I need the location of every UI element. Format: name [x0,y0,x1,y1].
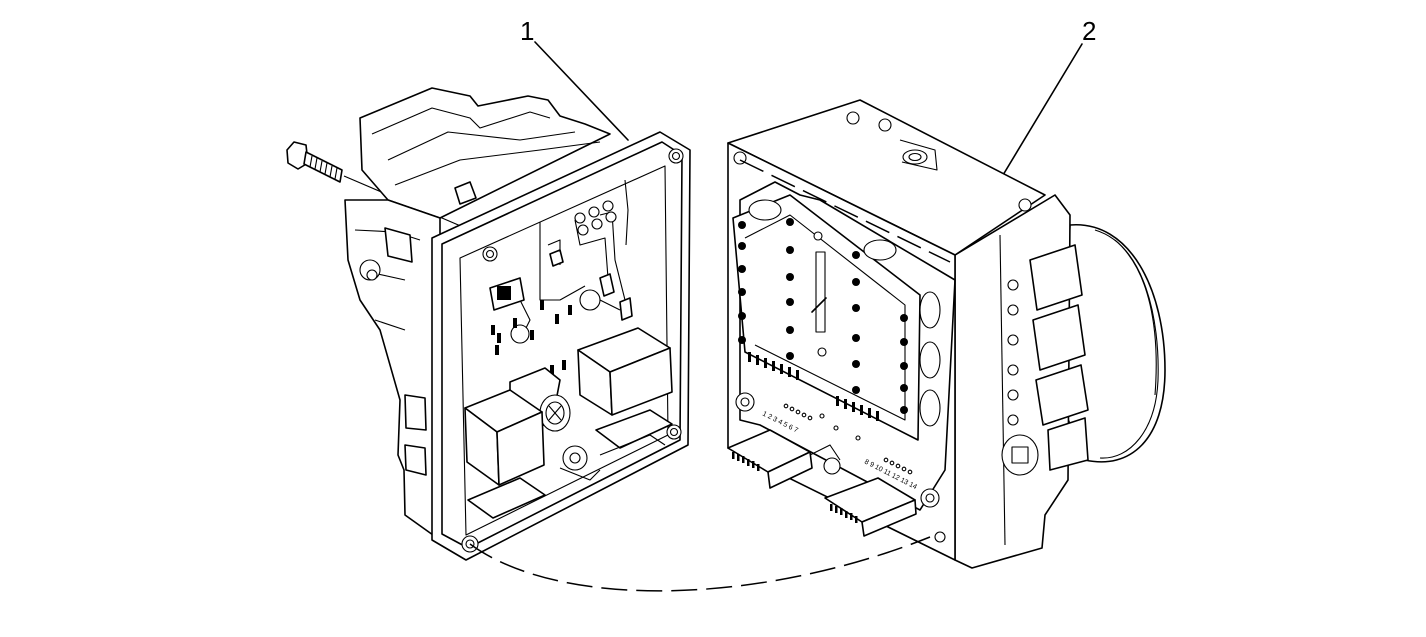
callout-1-leader [534,41,629,141]
hydraulic-unit-part-2: 1 2 3 4 5 6 7 8 9 10 11 12 13 14 [727,99,1166,569]
module-housing-part-1 [344,87,691,561]
edge-alignment-line [739,159,951,263]
pin-row-upper [748,352,879,421]
solenoid-valve-plate [732,194,921,441]
hydraulic-mounting-hole [934,531,946,543]
callout-1-label: 1 [520,16,534,46]
callout-2-leader [999,43,1083,181]
mounting-alignment-arc [469,536,931,592]
callout-2-label: 2 [1082,16,1096,46]
mounting-screw [286,141,471,231]
